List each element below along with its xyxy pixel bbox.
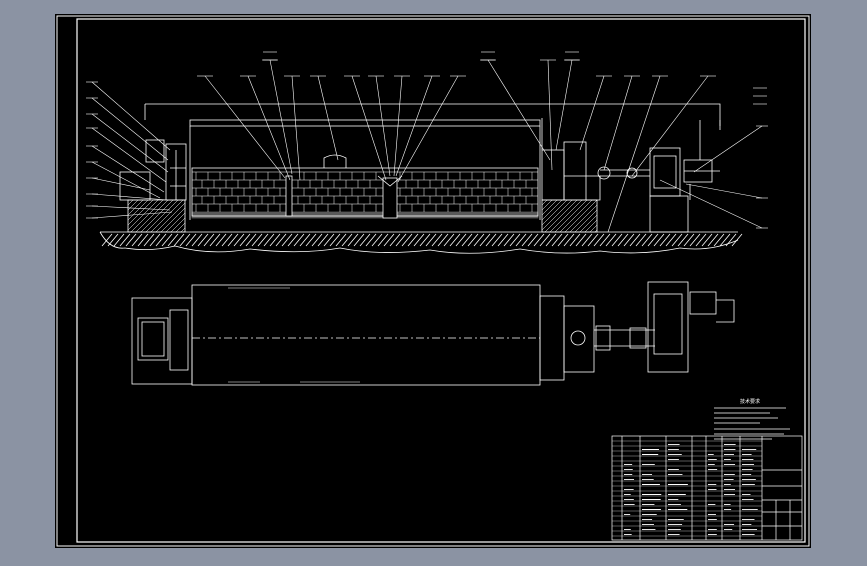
- drum-bottom-lining: [192, 212, 538, 218]
- partition-2: [383, 178, 397, 218]
- partition-1: [286, 176, 292, 216]
- notes-heading: 技术要求: [740, 398, 760, 405]
- drawing-sheet: [55, 14, 811, 548]
